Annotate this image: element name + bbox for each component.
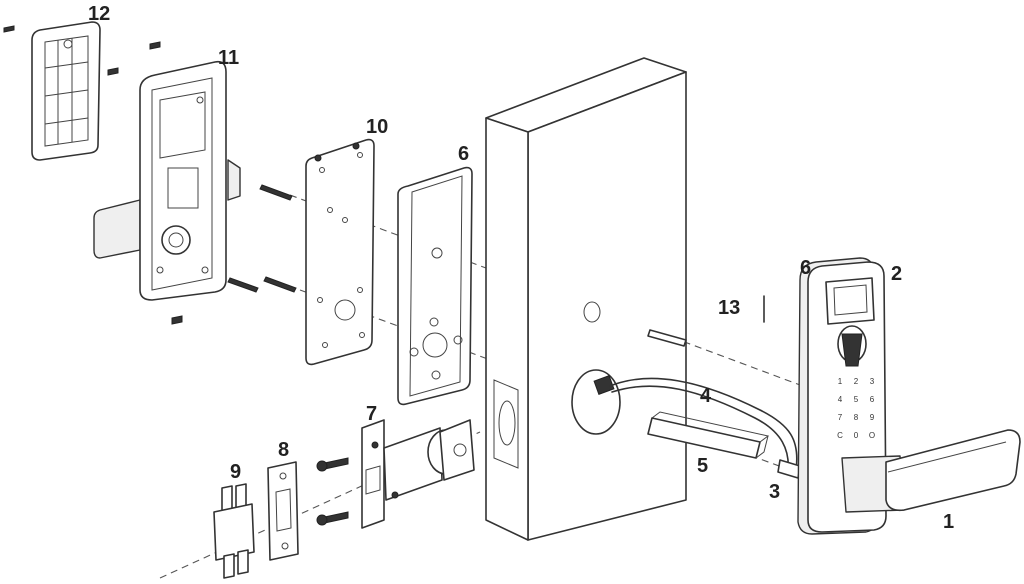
label-8: 8 xyxy=(278,439,289,461)
label-11: 11 xyxy=(218,47,239,69)
keypad-key: 0 xyxy=(854,431,859,440)
label-5: 5 xyxy=(697,455,708,477)
label-2: 2 xyxy=(891,263,902,285)
label-12: 12 xyxy=(88,3,110,25)
keypad-key: 3 xyxy=(870,377,875,386)
keypad-key: 9 xyxy=(870,413,875,422)
spindle xyxy=(647,411,770,459)
keypad-key: O xyxy=(869,431,875,440)
label-3: 3 xyxy=(769,481,780,503)
strike-plate xyxy=(267,461,299,561)
inside-housing xyxy=(93,60,241,301)
keypad-key: 5 xyxy=(854,395,859,404)
keypad-key: 2 xyxy=(854,377,859,386)
cable xyxy=(593,375,798,473)
label-13: 13 xyxy=(718,297,740,319)
mounting-plate xyxy=(305,138,375,366)
small-pin xyxy=(647,295,765,347)
keypad-key: 8 xyxy=(854,413,859,422)
keypad-key: 7 xyxy=(838,413,843,422)
mounting-screws xyxy=(227,184,297,293)
keypad: 1 2 3 4 5 6 7 8 9C 0 O xyxy=(837,377,875,440)
door xyxy=(485,57,687,541)
part-labels: 12 11 10 6 6 2 13 4 5 3 1 7 8 9 xyxy=(88,3,954,533)
latch xyxy=(361,419,475,529)
keypad-key: 6 xyxy=(870,395,875,404)
latch-screws xyxy=(316,457,349,526)
cover-screws xyxy=(3,25,183,325)
keypad-key: 1 xyxy=(838,377,843,386)
label-7: 7 xyxy=(366,403,377,425)
inside-gasket xyxy=(397,166,473,406)
back-cover xyxy=(31,21,101,161)
outside-lock-body xyxy=(797,257,1021,535)
strike-box xyxy=(213,483,255,579)
keypad-key: C xyxy=(837,431,843,440)
label-1: 1 xyxy=(943,511,954,533)
label-6-outside: 6 xyxy=(800,257,811,279)
label-6-inside: 6 xyxy=(458,143,469,165)
label-9: 9 xyxy=(230,461,241,483)
keypad-key: 4 xyxy=(838,395,843,404)
label-10: 10 xyxy=(366,116,388,138)
label-4: 4 xyxy=(700,385,712,407)
